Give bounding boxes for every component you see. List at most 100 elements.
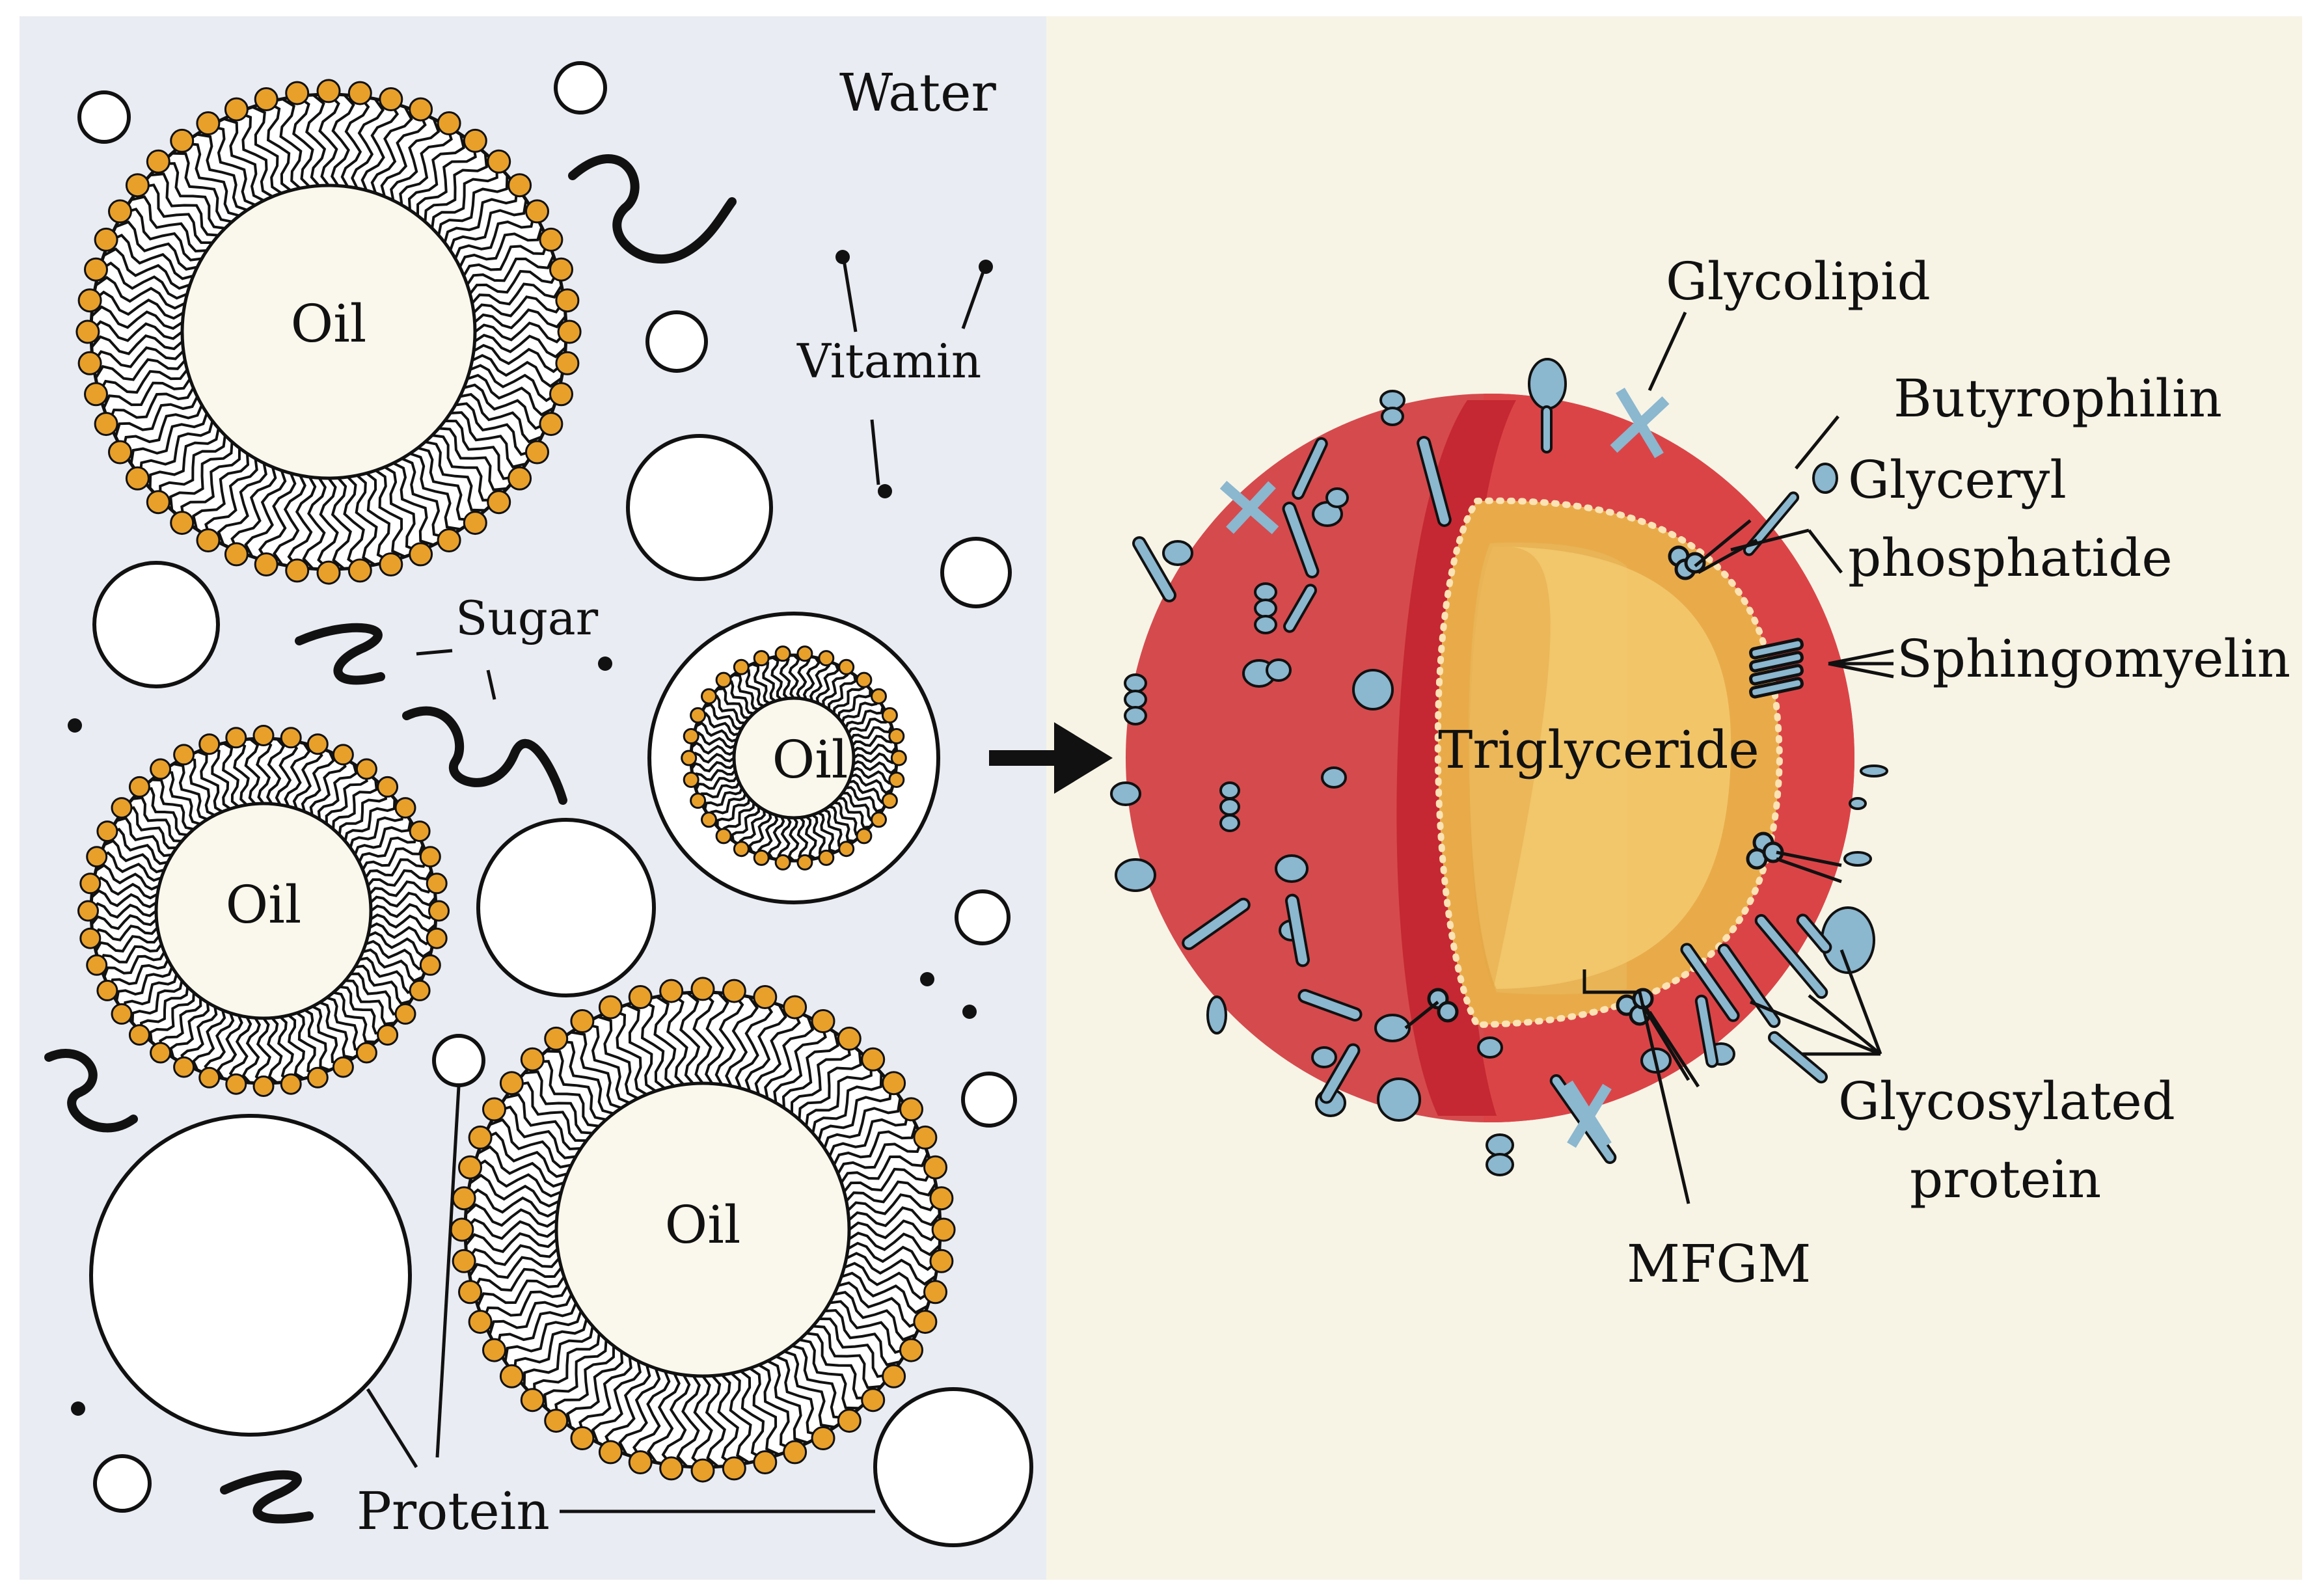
lipid-head bbox=[196, 111, 221, 135]
lipid-tail bbox=[228, 1016, 252, 1082]
lipid-tail bbox=[370, 913, 437, 933]
lipid-head bbox=[913, 1125, 938, 1150]
lipid-tail bbox=[365, 940, 428, 971]
lipid-head bbox=[379, 552, 403, 576]
lipid-head bbox=[628, 1450, 653, 1474]
lipid-tail bbox=[843, 1262, 933, 1301]
lipid-tail bbox=[121, 404, 203, 451]
lipid-tail bbox=[344, 798, 396, 842]
lipid-tail bbox=[466, 1244, 559, 1266]
lipid-tail bbox=[468, 1174, 560, 1208]
lipid-tail bbox=[739, 1370, 765, 1461]
lipid-head bbox=[86, 846, 108, 868]
lipid-tail bbox=[848, 779, 889, 804]
lipid-tail bbox=[850, 773, 893, 795]
lipid-tail bbox=[95, 863, 160, 891]
lipid-tail bbox=[192, 453, 250, 530]
lipid-head bbox=[598, 1440, 623, 1465]
lipid-tail bbox=[449, 199, 528, 251]
lipid-tail bbox=[124, 806, 177, 850]
lipid-tail bbox=[788, 654, 800, 699]
lipid-head bbox=[419, 954, 441, 976]
lipid-head bbox=[463, 128, 487, 153]
lipid-tail bbox=[472, 295, 565, 318]
lipid-tail bbox=[472, 1266, 563, 1292]
lipid-tail bbox=[380, 111, 427, 197]
lipid-head bbox=[482, 1097, 506, 1122]
lipid-tail bbox=[692, 731, 736, 750]
oil-droplet-bottom bbox=[450, 977, 956, 1483]
lipid-tail bbox=[471, 354, 563, 388]
lipid-head bbox=[450, 1217, 474, 1242]
lipid-tail bbox=[204, 1012, 235, 1075]
lipid-head bbox=[555, 288, 580, 313]
lipid-tail bbox=[251, 105, 282, 195]
lipid-tail bbox=[284, 742, 311, 807]
lipid-tail bbox=[90, 334, 183, 355]
lipid-head bbox=[818, 849, 835, 866]
oil-core bbox=[154, 802, 373, 1020]
lipid-head bbox=[570, 1426, 595, 1450]
lipid-tail bbox=[640, 999, 666, 1090]
lipid-tail bbox=[332, 779, 378, 830]
lipid-tail bbox=[829, 1300, 909, 1354]
lipid-tail bbox=[103, 839, 165, 874]
lipid-tail bbox=[840, 1152, 929, 1183]
lipid-tail bbox=[107, 387, 195, 424]
lipid-tail bbox=[92, 876, 158, 900]
lipid-tail bbox=[466, 254, 555, 286]
lipid-head bbox=[837, 1409, 862, 1433]
vitamin-molecules bbox=[68, 250, 993, 1416]
lipid-tail bbox=[852, 760, 897, 775]
lipid-tail bbox=[343, 476, 365, 569]
lipid-head bbox=[753, 650, 770, 667]
lipid-tail bbox=[353, 820, 412, 856]
lipid-head bbox=[659, 979, 684, 1003]
lipid-head bbox=[923, 1280, 947, 1305]
lipid-head bbox=[79, 872, 102, 895]
lipid-tail bbox=[811, 1073, 883, 1133]
lipid-head bbox=[128, 776, 150, 798]
oil-label-bottom: Oil bbox=[665, 1195, 741, 1255]
lipid-head bbox=[463, 511, 487, 535]
lipid-head bbox=[690, 1458, 715, 1483]
lipid-tail bbox=[828, 805, 855, 843]
lipid-tail bbox=[370, 903, 437, 920]
lipid-tail bbox=[833, 1124, 917, 1166]
lipid-head bbox=[419, 846, 441, 868]
lipid-tail bbox=[367, 931, 432, 958]
lipid-tail bbox=[823, 1097, 902, 1149]
lipid-tail bbox=[632, 1370, 671, 1460]
lipid-head bbox=[332, 744, 354, 766]
arrow-icon bbox=[989, 722, 1113, 794]
lipid-tail bbox=[384, 466, 420, 553]
lipid-tail bbox=[764, 1016, 815, 1099]
lipid-tail bbox=[319, 1001, 354, 1059]
lipid-tail bbox=[431, 434, 497, 502]
lipid-tail bbox=[94, 935, 161, 953]
lipid-head bbox=[198, 733, 221, 755]
lipid-tail bbox=[160, 162, 226, 230]
lipid-head bbox=[838, 658, 855, 675]
lipid-tail bbox=[439, 427, 508, 491]
lipid-tail bbox=[159, 997, 202, 1051]
lipid-tail bbox=[828, 1111, 910, 1157]
lipid-head bbox=[628, 985, 653, 1009]
lipid-head bbox=[838, 841, 855, 858]
lipid-tail bbox=[809, 659, 831, 702]
lipid-head bbox=[347, 81, 372, 105]
lipid-tail bbox=[358, 832, 419, 863]
lipid-tail bbox=[277, 1016, 294, 1083]
lipid-head bbox=[931, 1217, 956, 1242]
lipid-tail bbox=[169, 1002, 210, 1059]
lipid-tail bbox=[425, 440, 485, 512]
lipid-head bbox=[818, 650, 835, 667]
lipid-tail bbox=[407, 134, 465, 211]
lipid-tail bbox=[98, 943, 163, 965]
lipid-tail bbox=[362, 948, 424, 983]
lipid-tail bbox=[94, 276, 186, 310]
lipid-head bbox=[837, 1026, 862, 1051]
lipid-tail bbox=[309, 757, 347, 816]
lipid-tail bbox=[450, 411, 526, 468]
lipid-tail bbox=[758, 1364, 794, 1451]
